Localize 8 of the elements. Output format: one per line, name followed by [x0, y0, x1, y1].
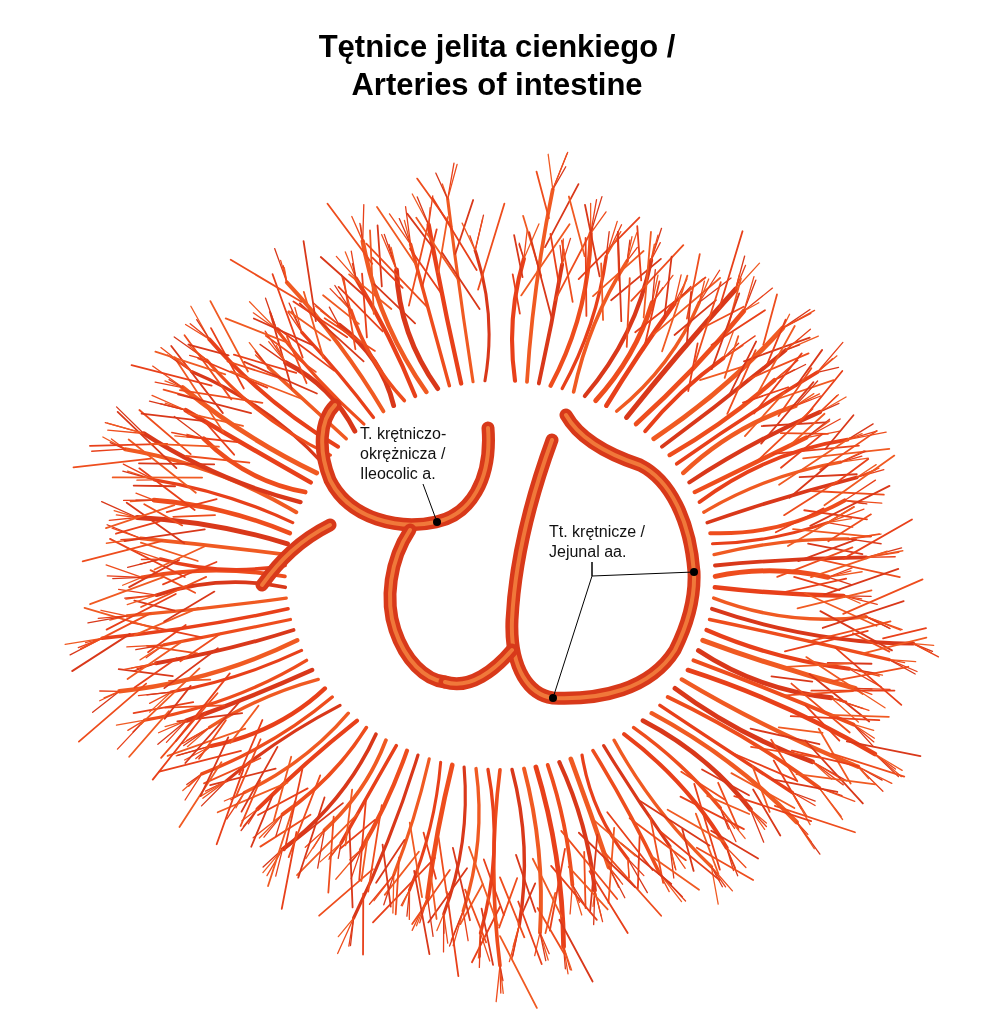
leader-dot	[549, 694, 557, 702]
leader-line	[422, 483, 437, 519]
leader-dot	[433, 518, 441, 526]
artery-label: Tt. krętnicze / Jejunal aa.	[549, 522, 677, 562]
leader-line	[553, 561, 593, 695]
diagram-title: Tętnice jelita cienkiego / Arteries of intestine	[317, 28, 677, 104]
artery-label: T. krętniczo-okrężnicza / Ileocolic a.	[360, 424, 478, 484]
leader-dot	[690, 568, 698, 576]
